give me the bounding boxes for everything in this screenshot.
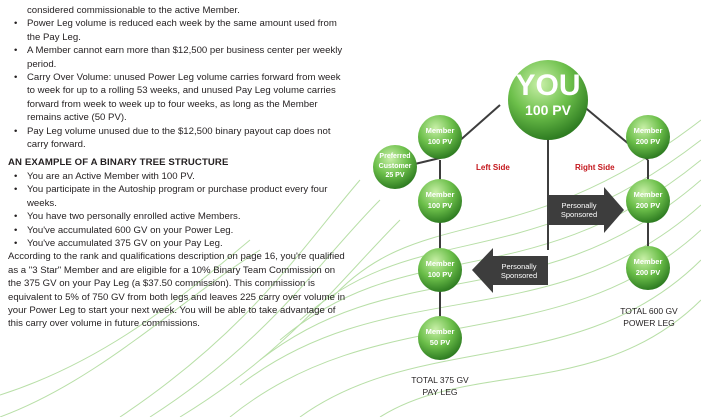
arrow-left-label: Personally Sponsored xyxy=(490,262,548,280)
preferred-line1: Preferred xyxy=(379,153,411,160)
node-title: Member xyxy=(425,259,455,268)
bullet-item: You participate in the Autoship program … xyxy=(8,183,348,210)
bullet-item: You've accumulated 375 GV on your Pay Le… xyxy=(8,237,348,251)
arrow-right-shape xyxy=(549,187,624,233)
node-title: Member xyxy=(425,190,455,199)
bullet-item: Power Leg volume is reduced each week by… xyxy=(8,17,348,44)
total-line2: POWER LEG xyxy=(623,318,675,328)
bullet-item: Pay Leg volume unused due to the $12,500… xyxy=(8,125,348,152)
node-label: Member 50 PV xyxy=(415,326,465,348)
node-title: Member xyxy=(633,257,663,266)
node-pv: 200 PV xyxy=(635,268,661,277)
arrow-line2: Sponsored xyxy=(560,210,598,219)
preferred-pv: 25 PV xyxy=(385,172,405,179)
bullet-item: Carry Over Volume: unused Power Leg volu… xyxy=(8,71,348,125)
left-node-1 xyxy=(418,115,462,159)
bullet-item: You have two personally enrolled active … xyxy=(8,210,348,224)
node-pv: 100 PV xyxy=(427,201,453,210)
total-pay-leg: TOTAL 375 GV PAY LEG xyxy=(400,374,480,398)
right-side-label: Right Side xyxy=(575,163,615,172)
node-title: Member xyxy=(425,126,455,135)
arrow-line1: Personally xyxy=(561,201,597,210)
text-column: considered commissionable to the active … xyxy=(8,4,348,331)
node-label: Member 100 PV xyxy=(415,125,465,147)
you-title: YOU xyxy=(515,69,581,102)
node-pv: 200 PV xyxy=(635,137,661,146)
explanation-paragraph: According to the rank and qualifications… xyxy=(8,251,346,330)
arrow-line1: Personally xyxy=(501,262,537,271)
node-pv: 50 PV xyxy=(429,338,451,347)
bullet-item: You've accumulated 600 GV on your Power … xyxy=(8,224,348,238)
preferred-line2: Customer xyxy=(378,162,412,170)
left-node-3 xyxy=(418,248,462,292)
preferred-label: Preferred Customer 25 PV xyxy=(370,152,420,181)
node-label: Member 200 PV xyxy=(623,256,673,278)
total-power-leg: TOTAL 600 GV POWER LEG xyxy=(606,305,692,329)
arrow-right-label: Personally Sponsored xyxy=(550,201,608,219)
section-heading: AN EXAMPLE OF A BINARY TREE STRUCTURE xyxy=(8,157,229,169)
text-line: considered commissionable to the active … xyxy=(27,5,240,16)
left-side-label: Left Side xyxy=(476,163,510,172)
bullet-item: A Member cannot earn more than $12,500 p… xyxy=(8,44,348,71)
node-label: Member 200 PV xyxy=(623,125,673,147)
preferred-node xyxy=(373,145,417,189)
right-node-1 xyxy=(626,115,670,159)
left-node-4 xyxy=(418,316,462,360)
right-node-2 xyxy=(626,179,670,223)
node-label: Member 200 PV xyxy=(623,189,673,211)
left-node-2 xyxy=(418,179,462,223)
node-title: Member xyxy=(633,190,663,199)
you-pv: 100 PV xyxy=(525,102,571,118)
node-label: Member 100 PV xyxy=(415,189,465,211)
node-pv: 100 PV xyxy=(427,270,453,279)
right-node-3 xyxy=(626,246,670,290)
node-label: Member 100 PV xyxy=(415,258,465,280)
you-label: YOU 100 PV xyxy=(508,69,588,119)
you-node xyxy=(508,60,588,140)
bullet-item: You are an Active Member with 100 PV. xyxy=(8,170,348,184)
arrow-left-shape xyxy=(472,248,548,293)
total-line1: TOTAL 600 GV xyxy=(620,306,678,316)
total-line1: TOTAL 375 GV xyxy=(411,375,469,385)
node-title: Member xyxy=(633,126,663,135)
node-title: Member xyxy=(425,327,455,336)
total-line2: PAY LEG xyxy=(422,387,458,397)
node-pv: 200 PV xyxy=(635,201,661,210)
node-pv: 100 PV xyxy=(427,137,453,146)
arrow-line2: Sponsored xyxy=(500,271,538,280)
